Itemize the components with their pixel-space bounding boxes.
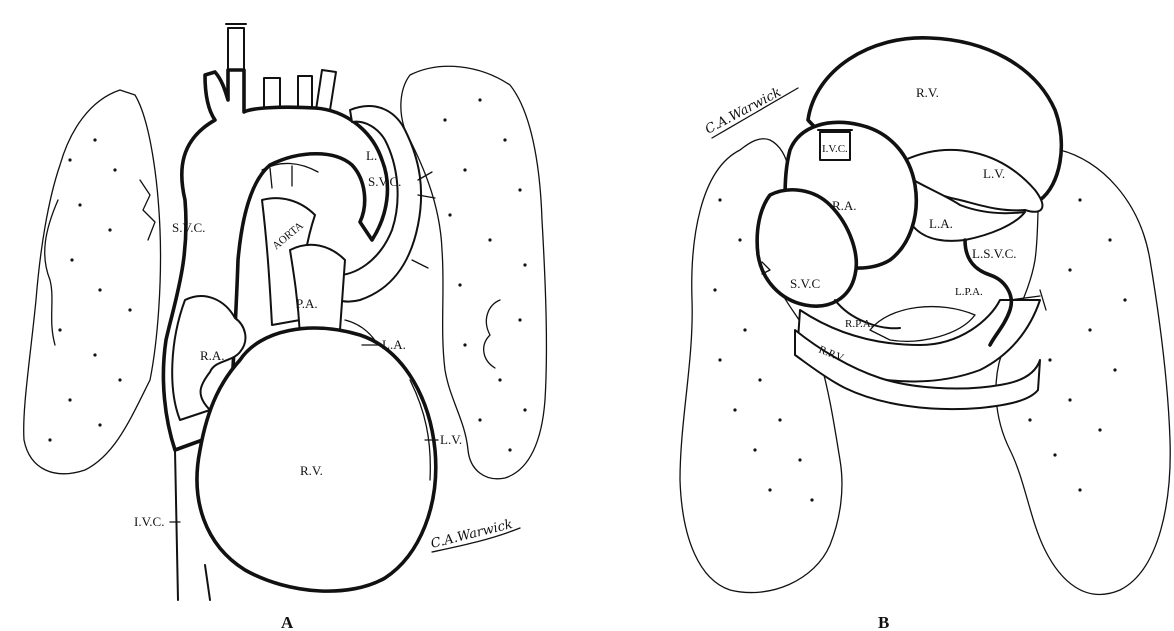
panel-a-arch-vessel-4: [316, 70, 336, 110]
panel-b-label-ra: R.A.: [832, 198, 857, 213]
panel-b-diagram: R.V. I.V.C. R.A. L.V. L.A. S.V.C L.S.V.C…: [680, 38, 1170, 631]
panel-a-pulmonary-artery: [290, 245, 345, 335]
panel-a-label-lv: L.V.: [440, 432, 462, 447]
panel-a-label-ra: R.A.: [200, 348, 225, 363]
panel-a-arch-vessel-3: [298, 76, 312, 110]
panel-a-label-l: L.: [366, 148, 377, 163]
panel-a-label-ivc: I.V.C.: [134, 514, 164, 529]
panel-b-label-svc: S.V.C: [790, 276, 820, 291]
panel-b-letter: B: [878, 613, 889, 631]
panel-a-label-rv: R.V.: [300, 463, 323, 478]
panel-b-label-lsvc: L.S.V.C.: [972, 246, 1017, 261]
panel-a-label-pa: P.A.: [296, 296, 318, 311]
panel-a-arch-vessel-2: [264, 78, 280, 110]
panel-a-right-lung: [24, 90, 161, 474]
panel-b-signature: C.A.Warwick: [703, 85, 784, 138]
panel-a-label-lsvc: S.V.C.: [368, 174, 401, 189]
panel-a-right-ventricle: [197, 328, 436, 591]
panel-a-letter: A: [281, 613, 294, 631]
panel-b-label-lpa: L.P.A.: [955, 286, 983, 298]
panel-a-arch-vessel-1: [228, 28, 244, 70]
panel-b-label-rpa: R.P.A.: [845, 318, 874, 330]
panel-a-label-la: L.A.: [382, 337, 406, 352]
panel-a-diagram: S.V.C. L. S.V.C. AORTA P.A. R.A. L.A. R.…: [24, 24, 547, 631]
panel-b-label-ivc: I.V.C.: [822, 143, 848, 155]
panel-b-label-la: L.A.: [929, 216, 953, 231]
panel-a-label-svc: S.V.C.: [172, 220, 205, 235]
panel-b-label-rv: R.V.: [916, 85, 939, 100]
panel-a-ductus: [262, 163, 318, 188]
panel-b-label-lv: L.V.: [983, 166, 1005, 181]
